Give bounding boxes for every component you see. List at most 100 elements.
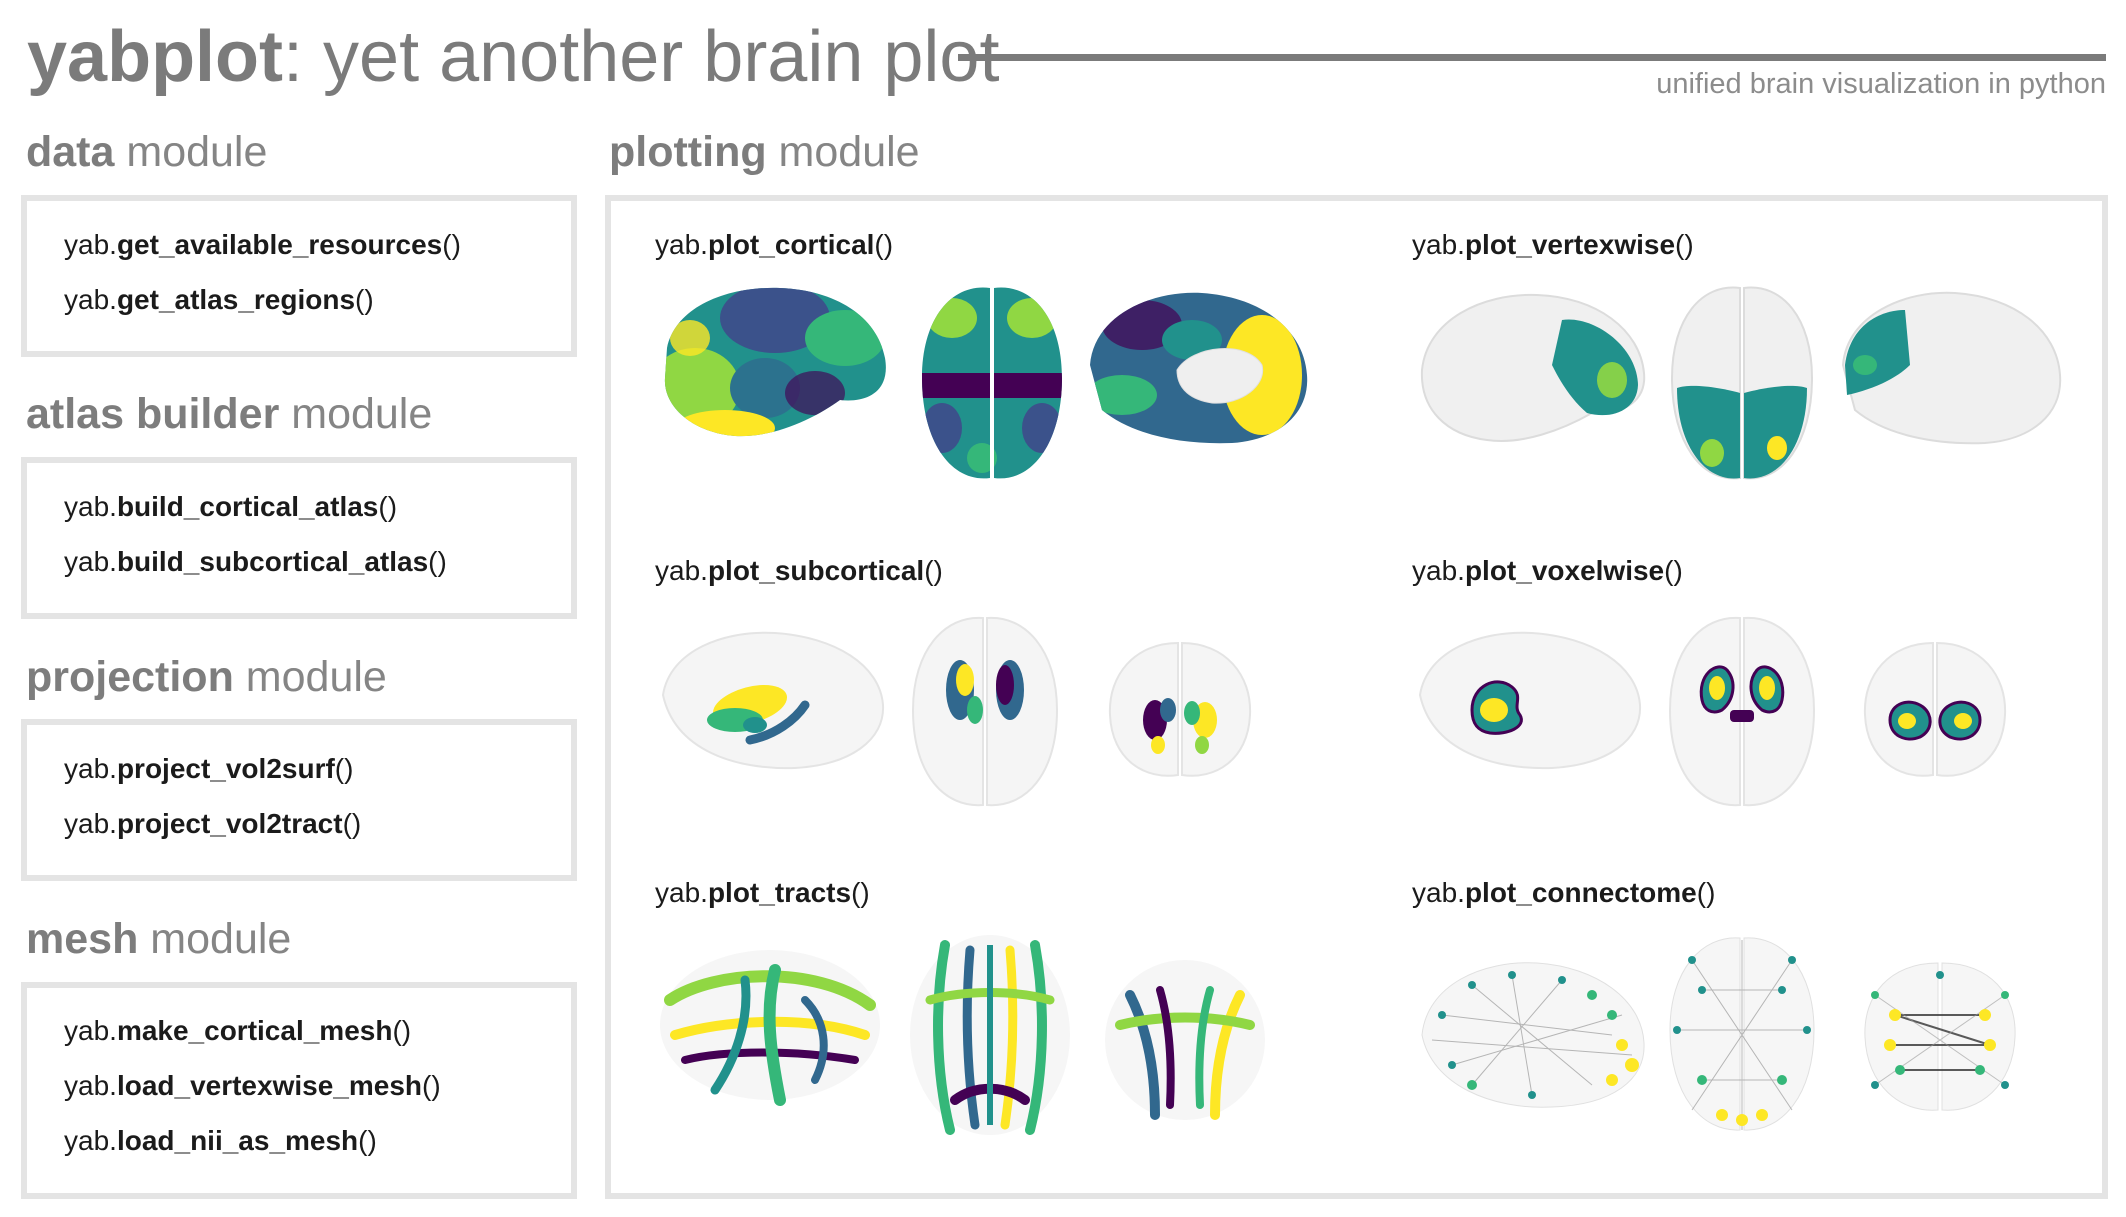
voxelwise-dorsal-view — [1668, 616, 1816, 807]
connectome-coronal-view — [1864, 962, 2016, 1111]
function-build-subcortical-atlas: yab.build_subcortical_atlas() — [64, 546, 447, 578]
function-name: get_available_resources — [116, 229, 443, 260]
tracts-lateral-view — [660, 950, 880, 1106]
function-parens: () — [355, 284, 374, 315]
function-name: get_atlas_regions — [116, 284, 356, 315]
plot-voxelwise-label: yab.plot_voxelwise() — [1412, 555, 1683, 587]
function-parens: () — [874, 229, 894, 260]
function-make-cortical-mesh: yab.make_cortical_mesh() — [64, 1015, 411, 1047]
plot-vertexwise-label: yab.plot_vertexwise() — [1412, 229, 1694, 261]
connectome-lateral-view — [1421, 962, 1645, 1108]
function-load-vertexwise-mesh: yab.load_vertexwise_mesh() — [64, 1070, 441, 1102]
function-name: project_vol2surf — [116, 753, 335, 784]
function-name: plot_tracts — [707, 877, 852, 908]
module-name: data — [26, 128, 115, 176]
function-parens: () — [378, 491, 398, 522]
function-prefix: yab. — [1412, 877, 1465, 908]
function-name: plot_subcortical — [707, 555, 925, 586]
page-title: yabplot: yet another brain plot — [27, 14, 999, 100]
function-prefix: yab. — [64, 1070, 117, 1101]
function-parens: () — [1675, 229, 1694, 260]
function-get-available-resources: yab.get_available_resources() — [64, 229, 461, 261]
cortical-dorsal-view — [922, 287, 1062, 479]
function-parens: () — [1664, 555, 1683, 586]
function-prefix: yab. — [655, 555, 708, 586]
function-name: plot_cortical — [707, 229, 875, 260]
plot-tracts-label: yab.plot_tracts() — [655, 877, 870, 909]
cortical-medial-view — [1090, 292, 1308, 444]
function-parens: () — [334, 753, 354, 784]
page-subtitle: unified brain visualization in python — [1656, 68, 2106, 100]
function-prefix: yab. — [655, 877, 708, 908]
function-get-atlas-regions: yab.get_atlas_regions() — [64, 284, 374, 316]
function-name: plot_vertexwise — [1464, 229, 1676, 260]
function-prefix: yab. — [1412, 229, 1465, 260]
function-project-vol2surf: yab.project_vol2surf() — [64, 753, 353, 785]
function-parens: () — [924, 555, 943, 586]
module-suffix: module — [279, 390, 433, 438]
tracts-coronal-view — [1105, 960, 1265, 1120]
function-prefix: yab. — [64, 491, 117, 522]
plotting-module-title: plotting module — [609, 128, 920, 177]
function-name: plot_voxelwise — [1464, 555, 1665, 586]
module-suffix: module — [114, 128, 268, 176]
vertexwise-lateral-view — [1420, 293, 1646, 442]
module-name: projection — [26, 653, 234, 701]
module-name: mesh — [26, 915, 139, 963]
function-name: project_vol2tract — [116, 808, 343, 839]
function-parens: () — [851, 877, 870, 908]
mesh-module-title: mesh module — [26, 915, 291, 964]
voxelwise-coronal-view — [1863, 641, 2007, 777]
subcortical-lateral-view — [661, 631, 885, 770]
projection-module-title: projection module — [26, 653, 387, 702]
function-name: load_nii_as_mesh — [116, 1125, 359, 1156]
atlas-builder-module-box — [21, 457, 577, 619]
function-parens: () — [442, 229, 461, 260]
subcortical-coronal-view — [1108, 641, 1252, 777]
function-prefix: yab. — [1412, 555, 1465, 586]
function-prefix: yab. — [64, 546, 117, 577]
module-suffix: module — [766, 128, 920, 176]
vertexwise-medial-view — [1841, 291, 2062, 445]
module-suffix: module — [138, 915, 292, 963]
function-prefix: yab. — [64, 229, 117, 260]
function-build-cortical-atlas: yab.build_cortical_atlas() — [64, 491, 397, 523]
function-parens: () — [422, 1070, 441, 1101]
module-name: plotting — [609, 128, 767, 176]
function-parens: () — [358, 1125, 377, 1156]
data-module-title: data module — [26, 128, 267, 177]
title-bold: yabplot — [27, 17, 284, 97]
function-project-vol2tract: yab.project_vol2tract() — [64, 808, 361, 840]
function-prefix: yab. — [655, 229, 708, 260]
function-prefix: yab. — [64, 284, 117, 315]
plot-cortical-label: yab.plot_cortical() — [655, 229, 893, 261]
function-prefix: yab. — [64, 753, 117, 784]
atlas-builder-module-title: atlas builder module — [26, 390, 432, 439]
tracts-dorsal-view — [910, 935, 1070, 1135]
function-prefix: yab. — [64, 1015, 117, 1046]
plot-connectome-label: yab.plot_connectome() — [1412, 877, 1715, 909]
title-divider — [958, 54, 2106, 61]
function-name: plot_connectome — [1464, 877, 1697, 908]
function-name: build_subcortical_atlas — [116, 546, 429, 577]
data-module-box — [21, 195, 577, 357]
connectome-dorsal-view — [1669, 937, 1815, 1131]
subcortical-dorsal-view — [911, 616, 1059, 807]
function-parens: () — [428, 546, 447, 577]
vertexwise-dorsal-view — [1670, 286, 1814, 480]
module-name: atlas builder — [26, 390, 280, 438]
voxelwise-lateral-view — [1418, 631, 1642, 770]
function-prefix: yab. — [64, 1125, 117, 1156]
cortical-lateral-view — [664, 287, 886, 437]
plot-subcortical-label: yab.plot_subcortical() — [655, 555, 943, 587]
function-name: load_vertexwise_mesh — [116, 1070, 422, 1101]
function-parens: () — [1696, 877, 1716, 908]
mesh-module-box — [21, 982, 577, 1199]
title-rest: : yet another brain plot — [283, 17, 1000, 97]
module-suffix: module — [233, 653, 387, 701]
function-parens: () — [342, 808, 362, 839]
function-load-nii-as-mesh: yab.load_nii_as_mesh() — [64, 1125, 377, 1157]
function-parens: () — [392, 1015, 412, 1046]
function-name: build_cortical_atlas — [116, 491, 379, 522]
function-name: make_cortical_mesh — [116, 1015, 393, 1046]
